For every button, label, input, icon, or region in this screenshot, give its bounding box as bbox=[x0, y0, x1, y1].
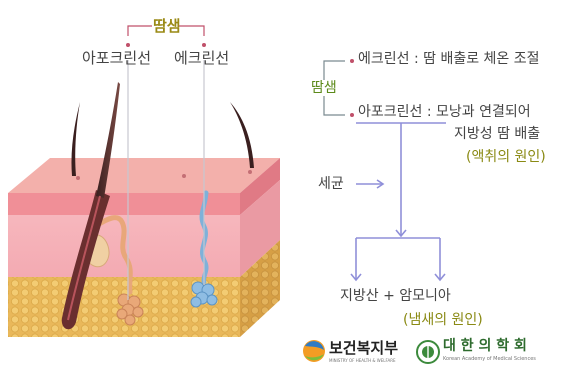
smell-cause-label: (냄새의 원인) bbox=[403, 313, 483, 327]
skin-pore bbox=[248, 170, 252, 174]
kams-logo-subtitle: Korean Academy of Medical Sciences bbox=[443, 357, 536, 362]
skin-pore bbox=[76, 176, 80, 180]
eccrine-label: 에크린선 bbox=[174, 51, 229, 66]
bacteria-label: 세균 bbox=[318, 177, 344, 191]
right-sweat-gland-label: 땀샘 bbox=[311, 81, 337, 95]
apocrine-description-line1: 아포크린선 : 모낭과 연결되어 bbox=[358, 105, 531, 119]
kams-logo-name: 대 한 의 학 회 bbox=[443, 339, 527, 353]
skin-pore bbox=[182, 174, 186, 178]
odor-cause-label: (액취의 원인) bbox=[466, 150, 546, 164]
left-sweat-gland-label: 땀샘 bbox=[153, 19, 181, 34]
products-label: 지방산 + 암모니아 bbox=[340, 289, 451, 303]
flow-arrows bbox=[351, 123, 446, 280]
mohw-logo-name: 보건복지부 bbox=[329, 341, 398, 356]
apocrine-label: 아포크린선 bbox=[82, 51, 151, 66]
mohw-emblem bbox=[303, 340, 325, 362]
eccrine-description: 에크린선 : 땀 배출로 체온 조절 bbox=[358, 52, 540, 66]
kams-emblem bbox=[417, 341, 439, 363]
mohw-logo-subtitle: MINISTRY OF HEALTH & WELFARE bbox=[329, 359, 396, 363]
apocrine-description-line2: 지방성 땀 배출 bbox=[454, 127, 540, 141]
skin-top-surface bbox=[8, 158, 280, 193]
